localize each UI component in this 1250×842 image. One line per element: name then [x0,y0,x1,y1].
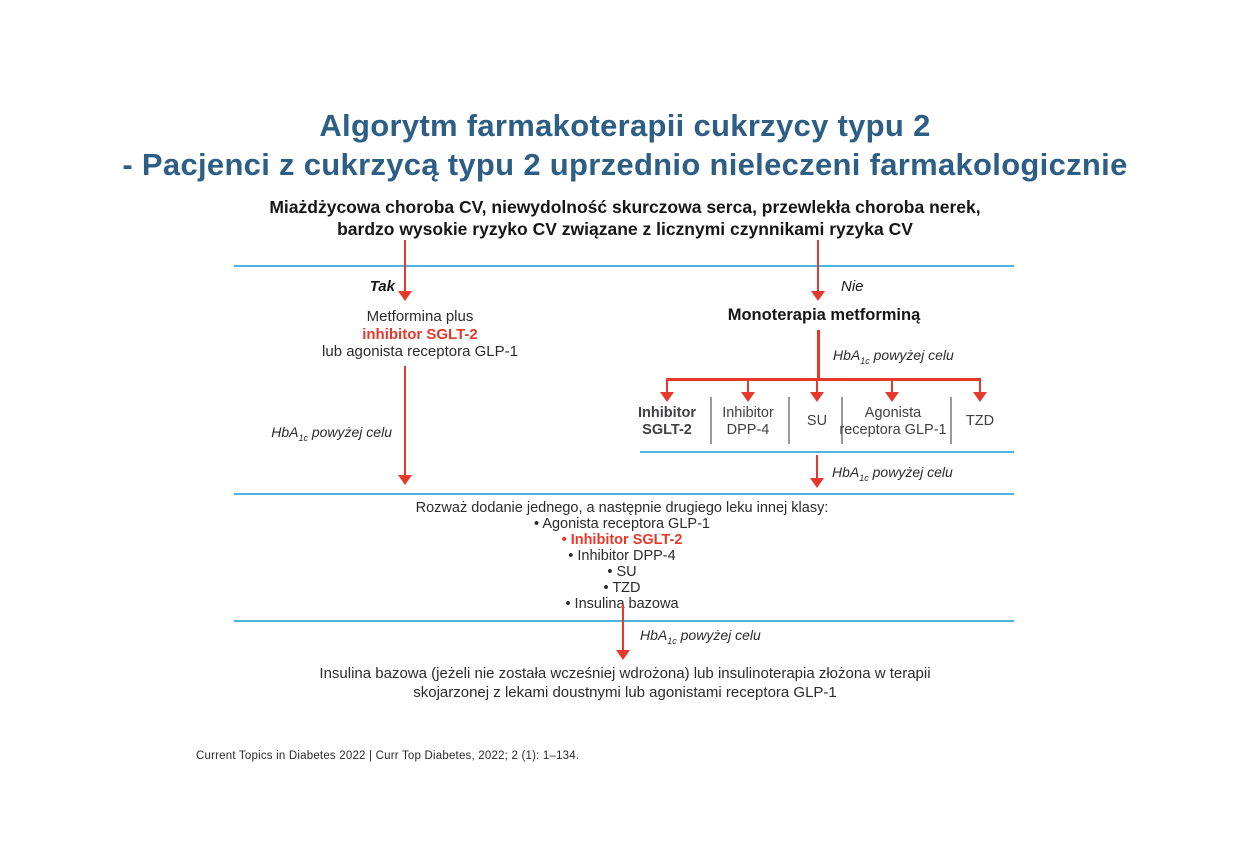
arrow-down-option2 [741,378,755,402]
separator-line-options [640,451,1014,453]
combo-therapy-block: Rozważ dodanie jednego, a następnie drug… [416,500,829,612]
criteria-line2: bardzo wysokie ryzyko CV związane z licz… [337,219,913,239]
left-treatment-sglt2: inhibitor SGLT-2 [362,325,478,343]
criteria-line1: Miażdżycowa choroba CV, niewydolność sku… [269,197,981,217]
yes-label: Tak [369,278,395,295]
hba1c-prefix: HbA [832,464,860,480]
combo-item-tzd: • TZD [603,580,641,596]
arrow-shaft [403,240,407,291]
arrow-down-after-options [810,455,824,488]
combo-item-su: • SU [607,564,637,580]
arrow-head [398,475,412,485]
hba1c-label-left: HbA1c powyżej celu [240,424,392,443]
option-su: SU [806,413,828,429]
arrow-down-option5 [973,378,987,402]
option-divider [950,397,952,444]
left-treatment-line1: Metformina plus [366,308,474,325]
arrow-shaft [665,378,669,392]
separator-line-top [234,265,1014,267]
arrow-head [810,478,824,488]
left-treatment-line3: lub agonista receptora GLP-1 [322,343,518,360]
arrow-head [811,291,825,301]
combo-item-dpp4: • Inhibitor DPP-4 [568,548,676,564]
arrow-head [741,392,755,402]
arrow-shaft [890,378,894,392]
page-title-line2: - Pacjenci z cukrzycą typu 2 uprzednio n… [122,147,1128,182]
option-inhibitor-dpp4: Inhibitor DPP-4 [722,405,774,439]
arrow-shaft [815,455,819,478]
option-line1: Inhibitor [638,405,696,421]
arrow-head [885,392,899,402]
combo-item-sglt2: • Inhibitor SGLT-2 [561,532,683,548]
arrow-head [973,392,987,402]
monotherapy-label: Monoterapia metforminą [727,306,921,324]
hba1c-prefix: HbA [640,627,668,643]
option-line1: Inhibitor [722,405,774,421]
arrow-shaft [816,240,820,291]
hba1c-label-right-top: HbA1c powyżej celu [833,347,954,366]
option-inhibitor-sglt2: Inhibitor SGLT-2 [638,405,696,439]
left-treatment-block: Metformina plus inhibitor SGLT-2 lub ago… [270,308,570,361]
hba1c-rest: powyżej celu [676,627,761,643]
option-line2: receptora GLP-1 [839,422,947,438]
hba1c-sub: 1c [860,355,870,366]
arrow-head [398,291,412,301]
hba1c-label-right-mid: HbA1c powyżej celu [832,464,953,483]
arrow-down-no [811,240,825,301]
combo-item-glp1: • Agonista receptora GLP-1 [534,516,710,532]
arrow-shaft [746,378,750,392]
arrow-shaft [978,378,982,392]
hba1c-sub: 1c [859,472,869,483]
option-tzd: TZD [965,413,995,429]
fanout-connector [666,378,981,381]
arrow-head [616,650,630,660]
hba1c-rest: powyżej celu [869,347,954,363]
final-step-line2: skojarzonej z lekami doustnymi lub agoni… [413,684,837,701]
page-title: Algorytm farmakoterapii cukrzycy typu 2 … [122,106,1127,184]
arrow-down-option1 [660,378,674,402]
hba1c-rest: powyżej celu [307,424,392,440]
citation-footer: Current Topics in Diabetes 2022 | Curr T… [196,750,580,762]
arrow-shaft [403,366,407,475]
hba1c-rest: powyżej celu [868,464,953,480]
arrow-head [810,392,824,402]
final-step-line1: Insulina bazowa (jeżeli nie została wcze… [319,665,931,682]
hba1c-label-bottom: HbA1c powyżej celu [640,627,761,646]
arrow-down-yes [398,240,412,301]
option-divider [710,397,712,444]
option-line2: DPP-4 [726,422,770,438]
arrow-down-option4 [885,378,899,402]
option-glp1-agonist: Agonista receptora GLP-1 [839,405,946,439]
flow-line-monotherapy [817,330,820,380]
hba1c-prefix: HbA [271,424,299,440]
arrow-head [660,392,674,402]
option-divider [841,397,843,444]
criteria-heading: Miażdżycowa choroba CV, niewydolność sku… [269,196,980,240]
arrow-shaft [815,378,819,392]
arrow-down-option3 [810,378,824,402]
arrow-down-final [616,604,630,660]
arrow-shaft [621,604,625,650]
page-title-line1: Algorytm farmakoterapii cukrzycy typu 2 [319,108,931,143]
hba1c-sub: 1c [298,432,308,443]
hba1c-prefix: HbA [833,347,861,363]
option-line2: SGLT-2 [642,422,692,438]
combo-title: Rozważ dodanie jednego, a następnie drug… [415,500,829,516]
final-step-block: Insulina bazowa (jeżeli nie została wcze… [210,664,1040,702]
option-line1: Agonista [864,405,922,421]
hba1c-sub: 1c [667,635,677,646]
no-label: Nie [841,278,864,295]
option-divider [788,397,790,444]
arrow-down-left-long [398,366,412,485]
separator-line-middle [234,493,1014,495]
